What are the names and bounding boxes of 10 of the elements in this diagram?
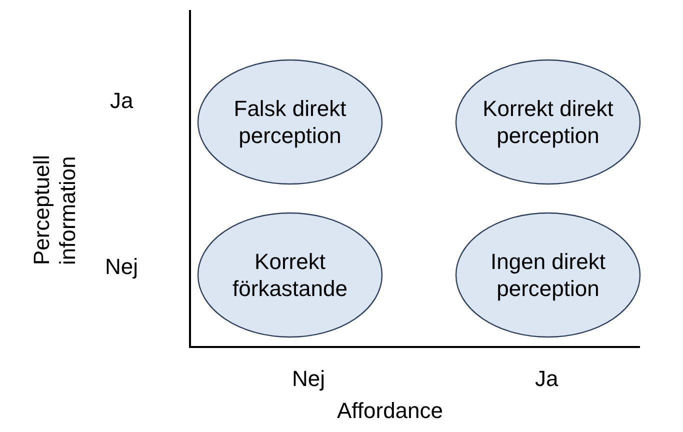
cell-label: Korrekt direkt perception	[482, 95, 614, 149]
cell-label: Ingen direkt perception	[490, 248, 606, 302]
axis-title: Affordance	[337, 398, 444, 424]
axis-tick-label: Nej	[105, 254, 138, 280]
axis-title: Perceptuell information	[29, 154, 81, 265]
axis-tick-label: Ja	[110, 88, 134, 114]
axis-tick-label: Ja	[535, 366, 558, 392]
cell-label: Falsk direkt perception	[232, 95, 348, 149]
axis-tick-label: Nej	[292, 366, 326, 392]
cell-label: Korrekt förkastande	[232, 248, 348, 302]
